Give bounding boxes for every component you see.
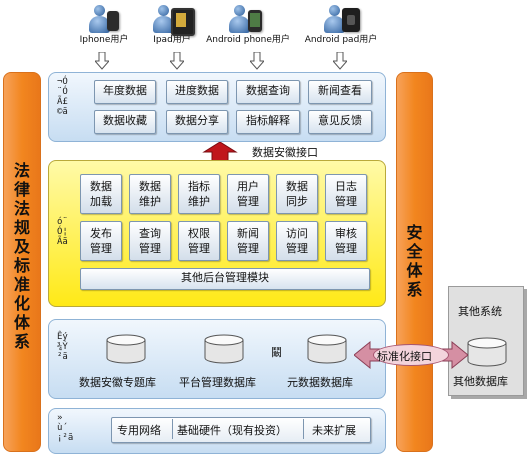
database-icon bbox=[106, 334, 146, 364]
other-system-box: 其他系统 其他数据库 bbox=[448, 286, 524, 396]
android-phone-icon bbox=[248, 10, 262, 32]
mgmt-module: 访问管理 bbox=[276, 221, 318, 261]
app-module: 年度数据 bbox=[94, 80, 156, 104]
divider bbox=[303, 419, 304, 439]
layer-label-garbled: ó¨ Ó¦ Ãã bbox=[57, 217, 68, 247]
infra-item: 未来扩展 bbox=[312, 424, 356, 437]
standard-interface-oval bbox=[373, 344, 449, 366]
user-android-phone: Android phone用户 bbox=[198, 3, 298, 46]
data-layer-glyph: 鬫 bbox=[271, 346, 282, 359]
user-label: Iphone用户 bbox=[79, 35, 129, 45]
mgmt-module: 数据同步 bbox=[276, 174, 318, 214]
mgmt-module: 日志管理 bbox=[325, 174, 367, 214]
ipad-icon bbox=[171, 8, 195, 36]
arrow-down-icon bbox=[95, 52, 109, 70]
app-module: 数据分享 bbox=[166, 110, 228, 134]
security-bar: 安全 体系 bbox=[396, 72, 433, 452]
interface-label: 数据安徽接口 bbox=[252, 146, 318, 159]
mgmt-module: 数据加载 bbox=[80, 174, 122, 214]
app-module: 进度数据 bbox=[166, 80, 228, 104]
mgmt-module: 数据维护 bbox=[129, 174, 171, 214]
android-pad-icon bbox=[342, 8, 360, 32]
mgmt-module: 用户管理 bbox=[227, 174, 269, 214]
security-title: 安全 体系 bbox=[406, 223, 423, 299]
arrow-down-icon bbox=[170, 52, 184, 70]
database-label: 平台管理数据库 bbox=[179, 376, 256, 389]
app-module: 数据查询 bbox=[236, 80, 300, 104]
app-layer: ¬Ó ¨Ó Ã£ ©ã 年度数据 进度数据 数据查询 新闻查看 数据收藏 数据分… bbox=[48, 72, 386, 142]
other-backend-modules: 其他后台管理模块 bbox=[80, 268, 370, 290]
app-module: 意见反馈 bbox=[308, 110, 372, 134]
mgmt-module: 新闻管理 bbox=[227, 221, 269, 261]
standard-interface-label: 标准化接口 bbox=[377, 350, 432, 363]
infra-item: 专用网络 bbox=[117, 424, 161, 437]
user-icon bbox=[152, 5, 174, 35]
user-label: Android phone用户 bbox=[206, 35, 290, 45]
user-icon bbox=[88, 5, 110, 35]
management-layer: ó¨ Ó¦ Ãã 数据加载 数据维护 指标维护 用户管理 数据同步 日志管理 发… bbox=[48, 160, 386, 307]
other-database-label: 其他数据库 bbox=[453, 375, 508, 388]
legal-standards-bar: 法律法 规及标 准化体 系 bbox=[3, 72, 41, 452]
database-icon bbox=[204, 334, 244, 364]
app-module: 数据收藏 bbox=[94, 110, 156, 134]
mgmt-module: 指标维护 bbox=[178, 174, 220, 214]
database-icon bbox=[307, 334, 347, 364]
layer-label-garbled: ¬Ó ¨Ó Ã£ ©ã bbox=[57, 77, 68, 117]
infra-item: 基础硬件（现有投资） bbox=[177, 424, 287, 437]
layer-label-garbled: Êý ¾Ý ²ã bbox=[57, 332, 68, 362]
user-iphone: Iphone用户 bbox=[54, 3, 154, 46]
database-icon bbox=[467, 337, 507, 367]
other-system-title: 其他系统 bbox=[458, 305, 502, 318]
user-label: Ipad用户 bbox=[153, 35, 191, 45]
legal-standards-title: 法律法 规及标 准化体 系 bbox=[13, 161, 30, 351]
arrow-up-icon bbox=[202, 142, 238, 162]
divider bbox=[172, 419, 173, 439]
mgmt-module: 审核管理 bbox=[325, 221, 367, 261]
layer-label-garbled: » ù´ ¡²ã bbox=[57, 413, 74, 443]
user-label: Android pad用户 bbox=[304, 35, 378, 45]
user-icon bbox=[228, 5, 250, 35]
user-icon bbox=[323, 5, 345, 35]
data-layer: Êý ¾Ý ²ã 鬫 数据安徽专题库 平台管理数据库 元数据数据库 bbox=[48, 319, 386, 399]
mgmt-module: 发布管理 bbox=[80, 221, 122, 261]
user-android-pad: Android pad用户 bbox=[291, 3, 391, 46]
iphone-icon bbox=[107, 11, 119, 31]
app-module: 指标解释 bbox=[236, 110, 300, 134]
arrow-down-icon bbox=[250, 52, 264, 70]
infrastructure-layer: » ù´ ¡²ã 专用网络 基础硬件（现有投资） 未来扩展 bbox=[48, 408, 386, 454]
database-label: 数据安徽专题库 bbox=[79, 376, 156, 389]
arrow-down-icon bbox=[333, 52, 347, 70]
mgmt-module: 查询管理 bbox=[129, 221, 171, 261]
app-module: 新闻查看 bbox=[308, 80, 372, 104]
database-label: 元数据数据库 bbox=[287, 376, 353, 389]
infrastructure-bar bbox=[111, 417, 371, 443]
mgmt-module: 权限管理 bbox=[178, 221, 220, 261]
user-ipad: Ipad用户 bbox=[122, 3, 222, 46]
